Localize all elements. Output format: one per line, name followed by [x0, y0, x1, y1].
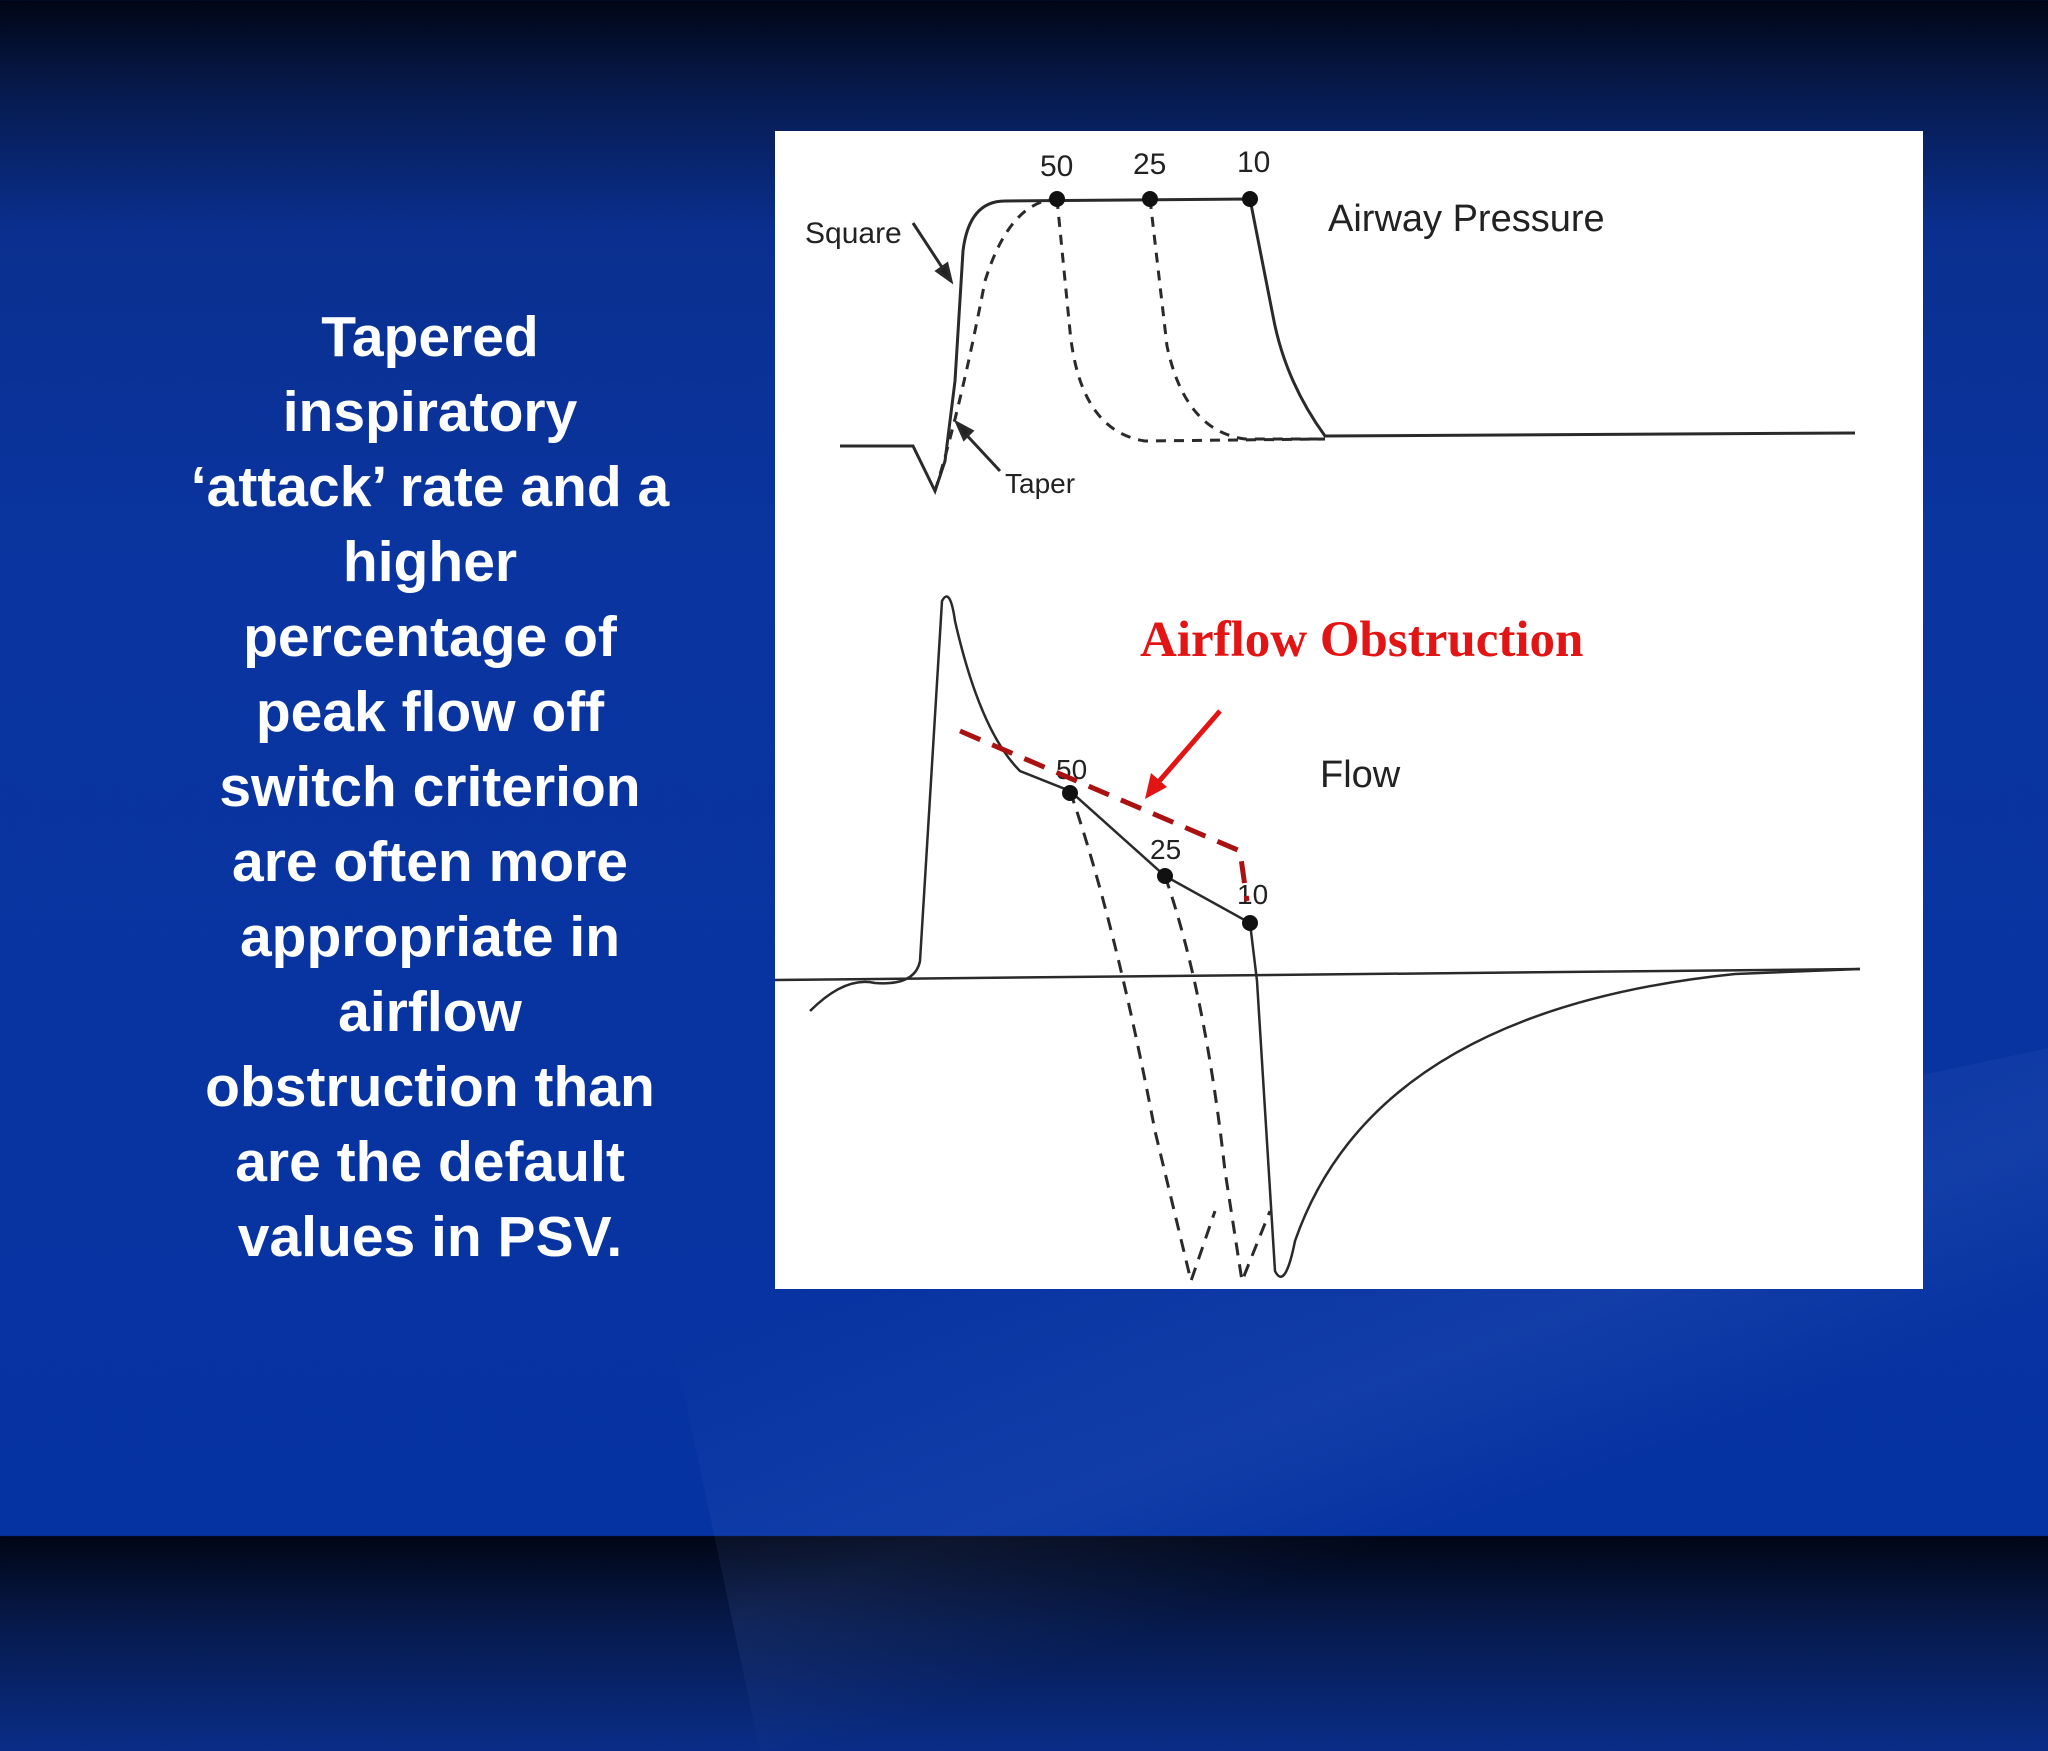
airflow-obstruction-label: Airflow Obstruction — [1140, 612, 1583, 668]
pressure-point-label-50: 50 — [1040, 150, 1073, 183]
label-taper: Taper — [1005, 468, 1075, 499]
flow-panel — [775, 595, 1861, 1287]
pressure-point-10 — [1242, 191, 1258, 207]
label-square: Square — [805, 217, 902, 250]
pressure-point-25 — [1142, 191, 1158, 207]
obstruction-arrow-shaft — [1153, 709, 1222, 788]
obstruction-arrowhead — [1145, 773, 1167, 799]
flow-point-25 — [1157, 868, 1173, 884]
flow-baseline — [775, 967, 1861, 982]
taper-arrowhead — [953, 419, 975, 442]
flow-point-label-10: 10 — [1237, 879, 1268, 910]
flow-title: Flow — [1320, 754, 1401, 796]
waveform-figure: Square Taper 50 25 10 Airway Pressure 50… — [775, 131, 1923, 1289]
airway-pressure-title: Airway Pressure — [1328, 198, 1605, 240]
airway-pressure-panel — [840, 191, 1856, 495]
pressure-cycle-50-curve — [1055, 198, 1326, 443]
pressure-cycle-25-curve — [1148, 198, 1325, 441]
square-arrowhead — [934, 261, 954, 285]
obstruction-dashed-line — [959, 728, 1250, 902]
flow-main-curve — [809, 595, 1861, 1278]
pressure-square-curve — [840, 197, 1856, 495]
flow-cycle-25-curve — [1163, 875, 1272, 1287]
pressure-taper-curve — [933, 197, 1058, 492]
waveform-diagram: Square Taper 50 25 10 Airway Pressure 50… — [775, 146, 1861, 1287]
slide-body-text: Tapered inspiratory ‘attack’ rate and a … — [190, 305, 670, 1269]
flow-point-label-25: 25 — [1150, 834, 1181, 865]
pressure-point-label-10: 10 — [1237, 146, 1270, 179]
flow-point-10 — [1242, 915, 1258, 931]
pressure-point-50 — [1049, 191, 1065, 207]
flow-point-50 — [1062, 785, 1078, 801]
flow-cycle-50-curve — [1068, 790, 1217, 1287]
pressure-point-label-25: 25 — [1133, 148, 1166, 181]
